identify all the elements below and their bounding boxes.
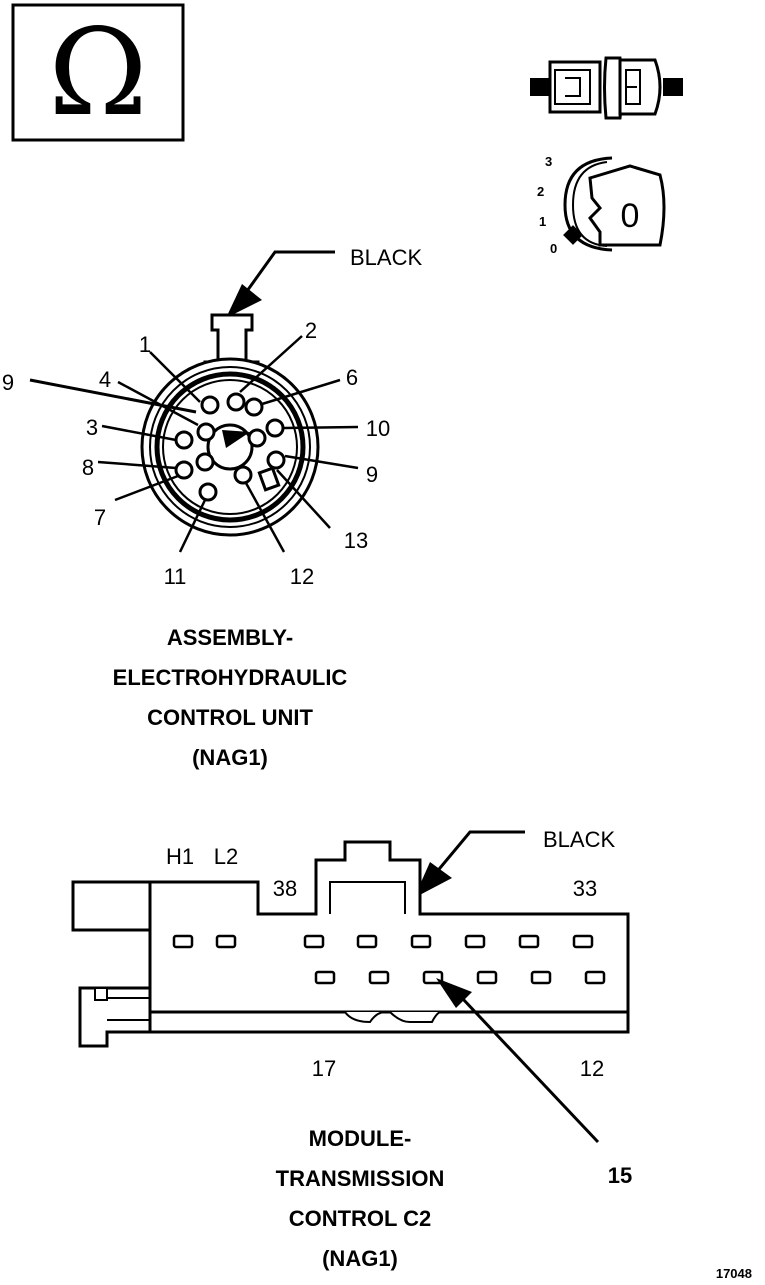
tcm-label-12: 12 — [580, 1056, 604, 1081]
ohm-symbol: Ω — [48, 4, 148, 143]
ehcu-pin-1: 1 — [139, 332, 151, 357]
ehcu-title-line-4: (NAG1) — [192, 745, 268, 770]
connector-disconnect-icon — [530, 56, 683, 120]
tcm-label-33: 33 — [573, 876, 597, 901]
tcm-title-line-4: (NAG1) — [322, 1246, 398, 1271]
ehcu-pin-9-left: 9 — [2, 370, 14, 395]
ehcu-title-line-1: ASSEMBLY- — [167, 625, 293, 650]
ehcu-pin-9-right: 9 — [366, 462, 378, 487]
key-position-2: 2 — [537, 184, 544, 199]
ehcu-pin-6: 6 — [346, 365, 358, 390]
ehcu-pin-11: 11 — [164, 564, 187, 589]
ignition-key-icon: 3 2 1 0 0 — [537, 154, 666, 256]
ohm-meter-icon: Ω — [11, 3, 185, 143]
tcm-connector: BLACK H1 L2 38 33 — [71, 827, 632, 1271]
tcm-title-line-2: TRANSMISSION — [276, 1166, 445, 1191]
ehcu-pin-13: 13 — [344, 528, 368, 553]
ehcu-pin-3: 3 — [86, 415, 98, 440]
key-position-3: 3 — [545, 154, 552, 169]
tcm-label-17: 17 — [312, 1056, 336, 1081]
ehcu-pin-8: 8 — [82, 455, 94, 480]
key-position-0: 0 — [550, 241, 557, 256]
ehcu-connector: BLACK — [2, 245, 423, 770]
key-label: 0 — [621, 197, 640, 235]
ehcu-pin-2: 2 — [305, 318, 317, 343]
tcm-color-label: BLACK — [543, 827, 615, 852]
ehcu-pin-12: 12 — [290, 564, 314, 589]
tcm-callout-15: 15 — [608, 1163, 632, 1188]
ehcu-pin-7: 7 — [94, 505, 106, 530]
ehcu-color-label: BLACK — [350, 245, 422, 270]
ehcu-pin-10: 10 — [366, 416, 390, 441]
tcm-label-l2: L2 — [214, 844, 238, 869]
tcm-title-line-1: MODULE- — [309, 1126, 412, 1151]
key-position-1: 1 — [539, 214, 546, 229]
ehcu-title-line-2: ELECTROHYDRAULIC — [113, 665, 348, 690]
ehcu-pin-4: 4 — [99, 367, 111, 392]
tcm-label-h1: H1 — [166, 844, 194, 869]
figure-number: 17048 — [716, 1266, 752, 1281]
tcm-label-38: 38 — [273, 876, 297, 901]
ehcu-title-line-3: CONTROL UNIT — [147, 705, 313, 730]
tcm-title-line-3: CONTROL C2 — [289, 1206, 432, 1231]
